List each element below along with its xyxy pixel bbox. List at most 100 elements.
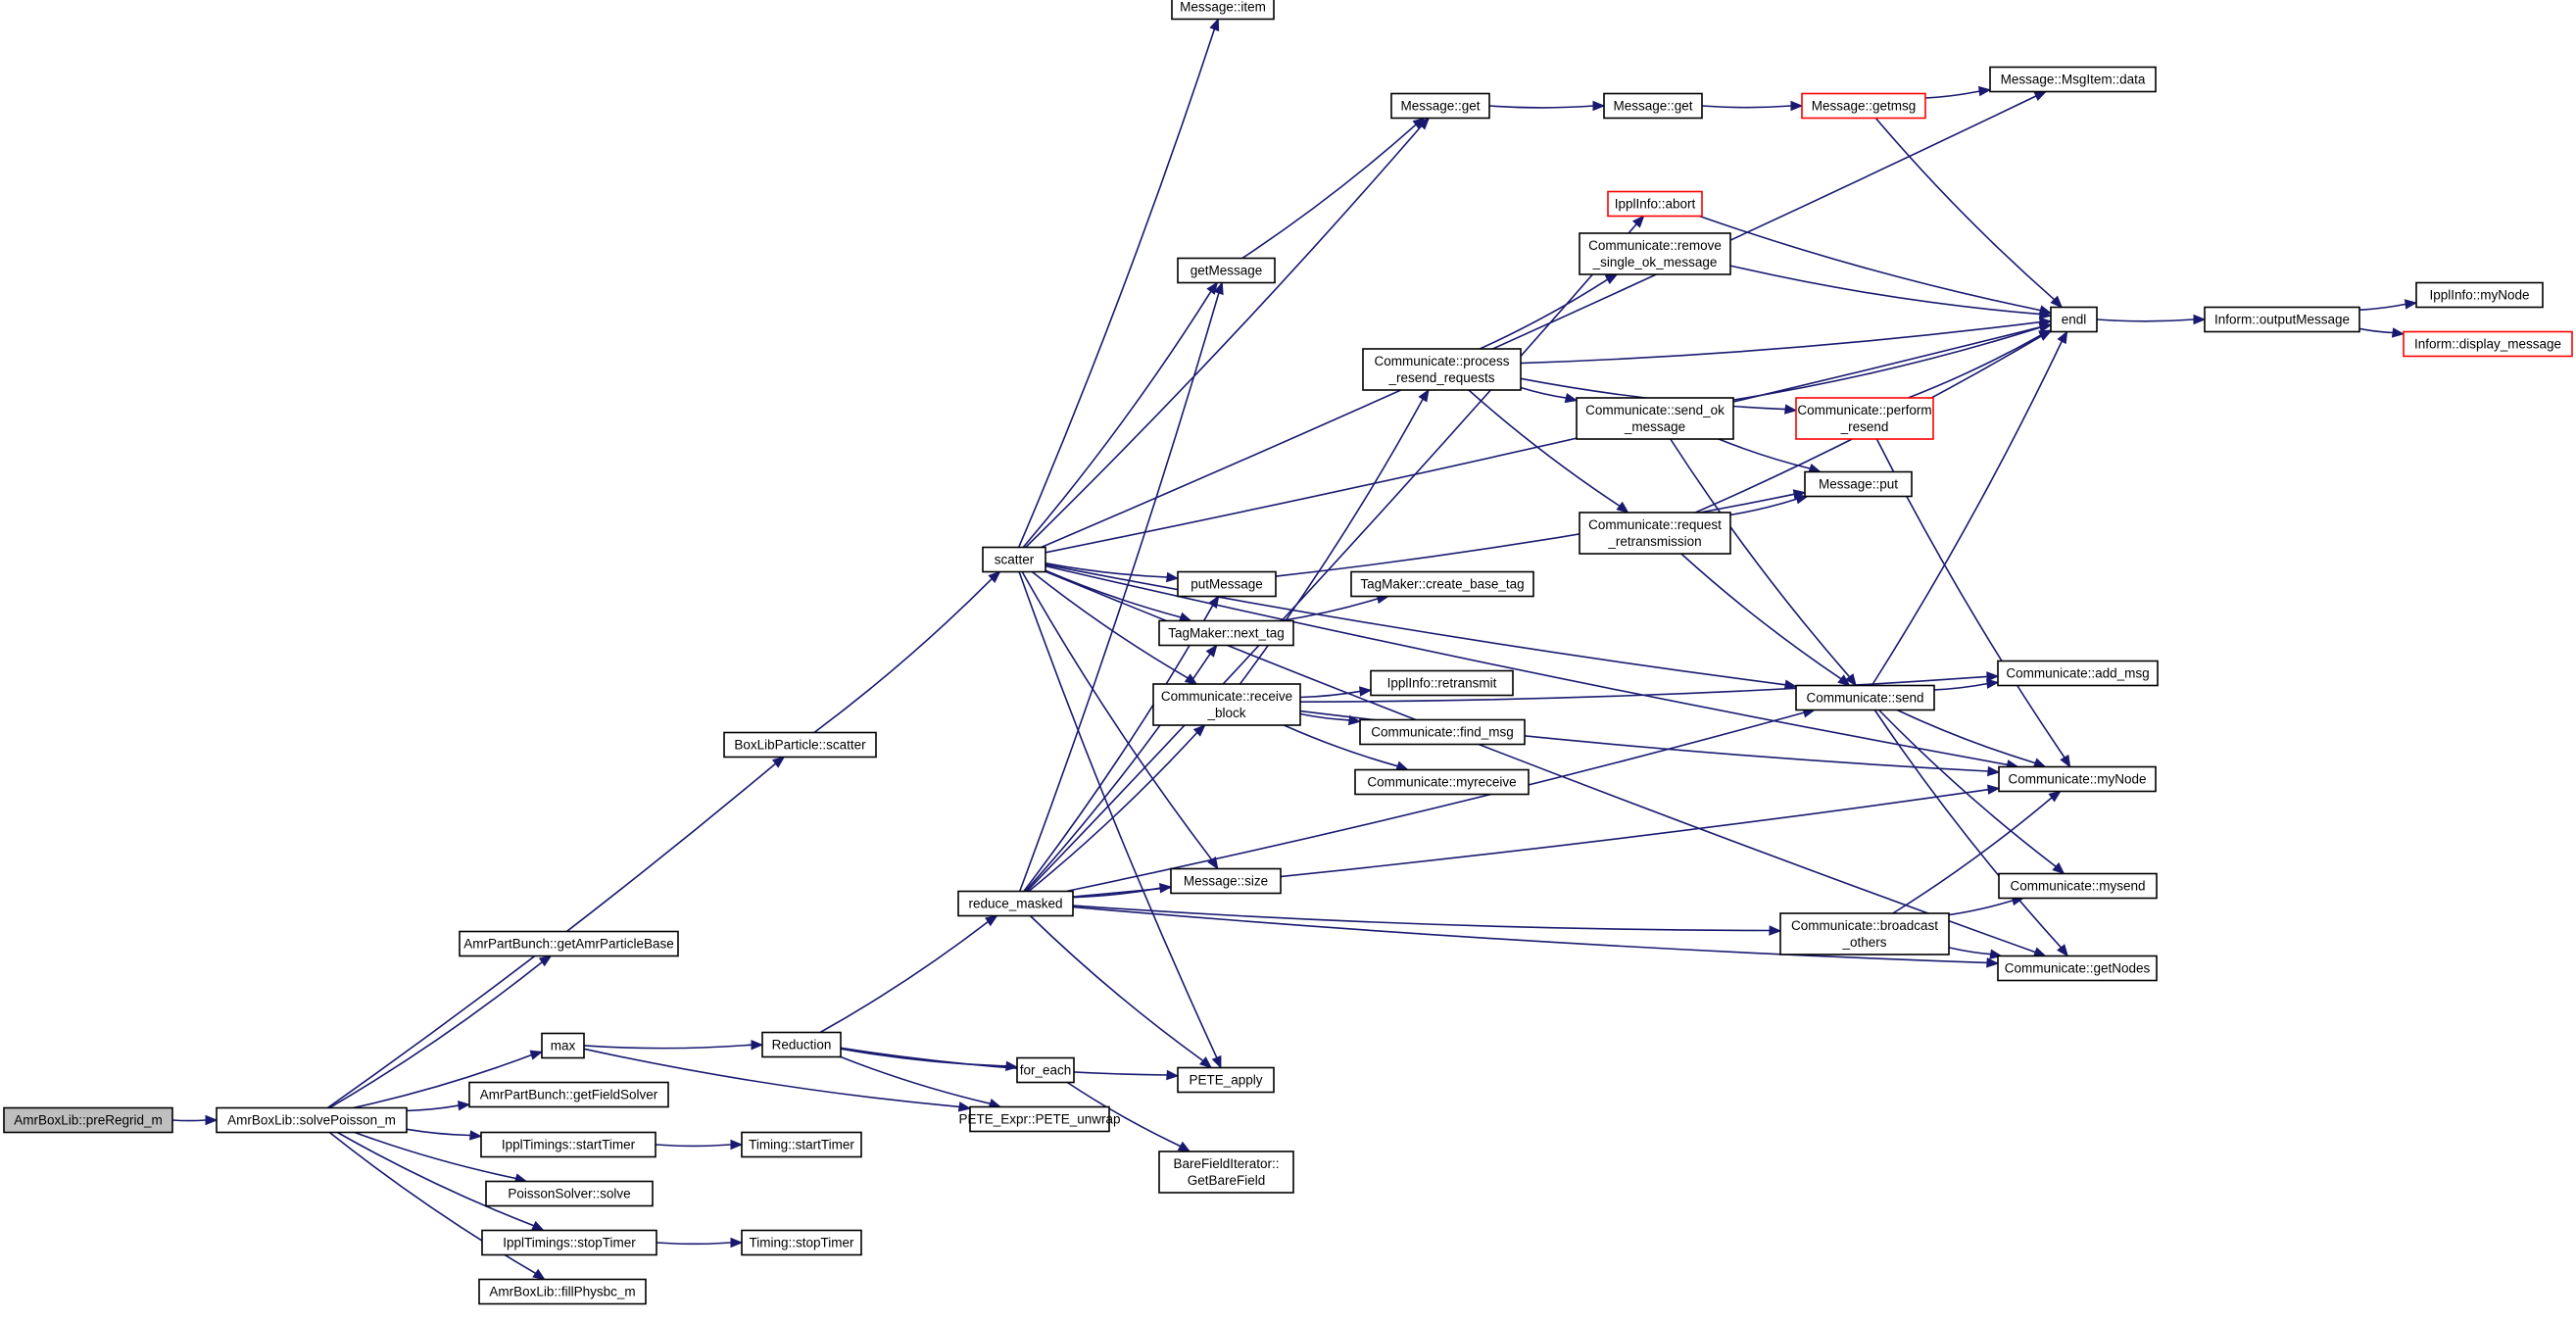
node-box xyxy=(1158,1151,1294,1194)
node-label: BoxLibParticle::scatter xyxy=(734,738,866,753)
graph-node-scatter[interactable]: scatter xyxy=(982,546,1046,573)
graph-node-requestRetrans[interactable]: Communicate::request_retransmission xyxy=(1579,512,1731,555)
node-box xyxy=(2403,330,2573,358)
graph-node-peteUnwrap[interactable]: PETE_Expr::PETE_unwrap xyxy=(958,1105,1121,1133)
node-label: Communicate::broadcast xyxy=(1791,918,1938,933)
graph-node-displayMessage[interactable]: Inform::display_message xyxy=(2403,330,2573,358)
graph-node-boxlibScatter[interactable]: BoxLibParticle::scatter xyxy=(723,731,877,759)
graph-node-poissonSolve[interactable]: PoissonSolver::solve xyxy=(485,1180,654,1207)
arrowhead-icon xyxy=(538,955,553,967)
edge-ipplStartTimer-to-timingStart xyxy=(655,1139,744,1151)
node-label: _resend xyxy=(1840,419,1889,434)
graph-node-solvePoisson[interactable]: AmrBoxLib::solvePoisson_m xyxy=(216,1106,408,1134)
edge-line xyxy=(328,961,543,1109)
node-label: Communicate::request xyxy=(1588,517,1722,532)
graph-node-sendOk[interactable]: Communicate::send_ok_message xyxy=(1576,397,1734,440)
graph-node-msgGet1[interactable]: Message::get xyxy=(1390,92,1490,120)
graph-node-broadcastOthers[interactable]: Communicate::broadcast_others xyxy=(1779,912,1950,955)
graph-node-getmsg[interactable]: Message::getmsg xyxy=(1801,92,1926,120)
arrowhead-icon xyxy=(2038,329,2053,340)
graph-node-ipplStopTimer[interactable]: IpplTimings::stopTimer xyxy=(481,1229,657,1256)
edge-solvePoisson-to-max xyxy=(353,1050,544,1109)
edge-line xyxy=(840,1055,991,1104)
node-box xyxy=(1170,867,1282,895)
graph-node-forEach[interactable]: for_each xyxy=(1016,1056,1075,1084)
edge-line xyxy=(1066,1081,1182,1148)
node-label: Reduction xyxy=(772,1038,832,1053)
graph-node-mysend[interactable]: Communicate::mysend xyxy=(1998,872,2158,900)
node-box xyxy=(1016,1056,1075,1084)
graph-node-nextTag[interactable]: TagMaker::next_tag xyxy=(1158,619,1294,647)
graph-node-processResend[interactable]: Communicate::process_resend_requests xyxy=(1362,348,1522,391)
edge-line xyxy=(1045,562,1168,578)
graph-node-bareField[interactable]: BareFieldIterator::GetBareField xyxy=(1158,1151,1294,1194)
graph-node-commMyNode[interactable]: Communicate::myNode xyxy=(1998,765,2157,793)
graph-node-createBaseTag[interactable]: TagMaker::create_base_tag xyxy=(1350,570,1534,598)
graph-node-ipplStartTimer[interactable]: IpplTimings::startTimer xyxy=(480,1131,656,1158)
edge-line xyxy=(1718,438,1811,469)
arrowhead-icon xyxy=(1209,18,1220,32)
graph-node-findMsg[interactable]: Communicate::find_msg xyxy=(1359,718,1526,746)
graph-node-outputMessage[interactable]: Inform::outputMessage xyxy=(2204,306,2360,333)
graph-node-msgItem[interactable]: Message::item xyxy=(1171,0,1275,21)
node-label: AmrPartBunch::getFieldSolver xyxy=(480,1088,658,1102)
edge-line xyxy=(583,1048,960,1108)
node-box xyxy=(741,1131,862,1158)
node-label: Message::get xyxy=(1400,99,1480,114)
graph-node-msgPut[interactable]: Message::put xyxy=(1804,470,1913,498)
edge-line xyxy=(1028,731,1198,893)
arrowhead-icon xyxy=(1986,957,2000,968)
graph-node-peteApply[interactable]: PETE_apply xyxy=(1177,1066,1275,1094)
edge-scatter-to-msgItemData xyxy=(1041,90,2048,549)
graph-node-addMsg[interactable]: Communicate::add_msg xyxy=(1997,660,2159,687)
graph-node-performResend[interactable]: Communicate::perform_resend xyxy=(1795,397,1934,440)
graph-node-ipplMyNode[interactable]: IpplInfo::myNode xyxy=(2415,281,2544,309)
graph-node-endl[interactable]: endl xyxy=(2050,306,2098,333)
edge-commSend-to-endl xyxy=(1871,330,2068,686)
node-box xyxy=(1177,257,1276,284)
node-box xyxy=(1779,912,1950,955)
edge-line xyxy=(1045,564,2008,766)
graph-node-getAmrParticleBase[interactable]: AmrPartBunch::getAmrParticleBase xyxy=(459,930,679,957)
graph-node-myreceive[interactable]: Communicate::myreceive xyxy=(1354,768,1530,796)
arrowhead-icon xyxy=(1592,100,1606,112)
graph-node-getMessage[interactable]: getMessage xyxy=(1177,257,1276,284)
node-box xyxy=(761,1031,842,1058)
node-box xyxy=(1362,348,1522,391)
graph-node-ipplRetransmit[interactable]: IpplInfo::retransmit xyxy=(1370,669,1514,697)
node-label: Communicate::myNode xyxy=(2008,772,2146,787)
graph-node-timingStop[interactable]: Timing::stopTimer xyxy=(741,1229,862,1256)
graph-node-ipplAbort[interactable]: IpplInfo::abort xyxy=(1607,190,1703,218)
edge-receiveBlock-to-findMsg xyxy=(1299,712,1362,726)
arrowhead-icon xyxy=(1769,925,1782,936)
edge-processResend-to-removeSingleOk xyxy=(1479,273,1619,350)
arrowhead-icon xyxy=(2057,944,2069,957)
edge-line xyxy=(1299,675,1988,703)
arrowhead-icon xyxy=(1631,215,1645,228)
edge-line xyxy=(328,1131,537,1274)
graph-node-removeSingleOk[interactable]: Communicate::remove_single_ok_message xyxy=(1579,232,1731,275)
graph-node-reduceMasked[interactable]: reduce_masked xyxy=(957,890,1074,917)
graph-node-commSend[interactable]: Communicate::send xyxy=(1795,684,1935,711)
graph-node-putMessage[interactable]: putMessage xyxy=(1177,570,1277,598)
graph-node-msgSize[interactable]: Message::size xyxy=(1170,867,1282,895)
arrowhead-icon xyxy=(205,1114,219,1126)
edge-msgGet2-to-getmsg xyxy=(1701,100,1804,112)
graph-node-msgItemData[interactable]: Message::MsgItem::data xyxy=(1989,66,2157,93)
node-box xyxy=(480,1131,656,1158)
node-box xyxy=(3,1106,173,1134)
graph-node-getNodes[interactable]: Communicate::getNodes xyxy=(1997,955,2158,982)
graph-node-msgGet2[interactable]: Message::get xyxy=(1603,92,1703,120)
node-label: _single_ok_message xyxy=(1592,255,1718,269)
node-label: _message xyxy=(1624,419,1685,434)
arrowhead-icon xyxy=(2052,861,2066,875)
graph-node-reduction[interactable]: Reduction xyxy=(761,1031,842,1058)
edge-line xyxy=(1488,105,1594,109)
graph-node-getFieldSolver[interactable]: AmrPartBunch::getFieldSolver xyxy=(468,1081,669,1108)
node-label: AmrBoxLib::fillPhysbc_m xyxy=(489,1285,635,1299)
graph-node-receiveBlock[interactable]: Communicate::receive_block xyxy=(1152,683,1301,726)
node-box xyxy=(2415,281,2544,309)
graph-node-fillPhysbc[interactable]: AmrBoxLib::fillPhysbc_m xyxy=(478,1278,647,1305)
graph-node-timingStart[interactable]: Timing::startTimer xyxy=(741,1131,862,1158)
graph-node-max[interactable]: max xyxy=(541,1032,585,1059)
